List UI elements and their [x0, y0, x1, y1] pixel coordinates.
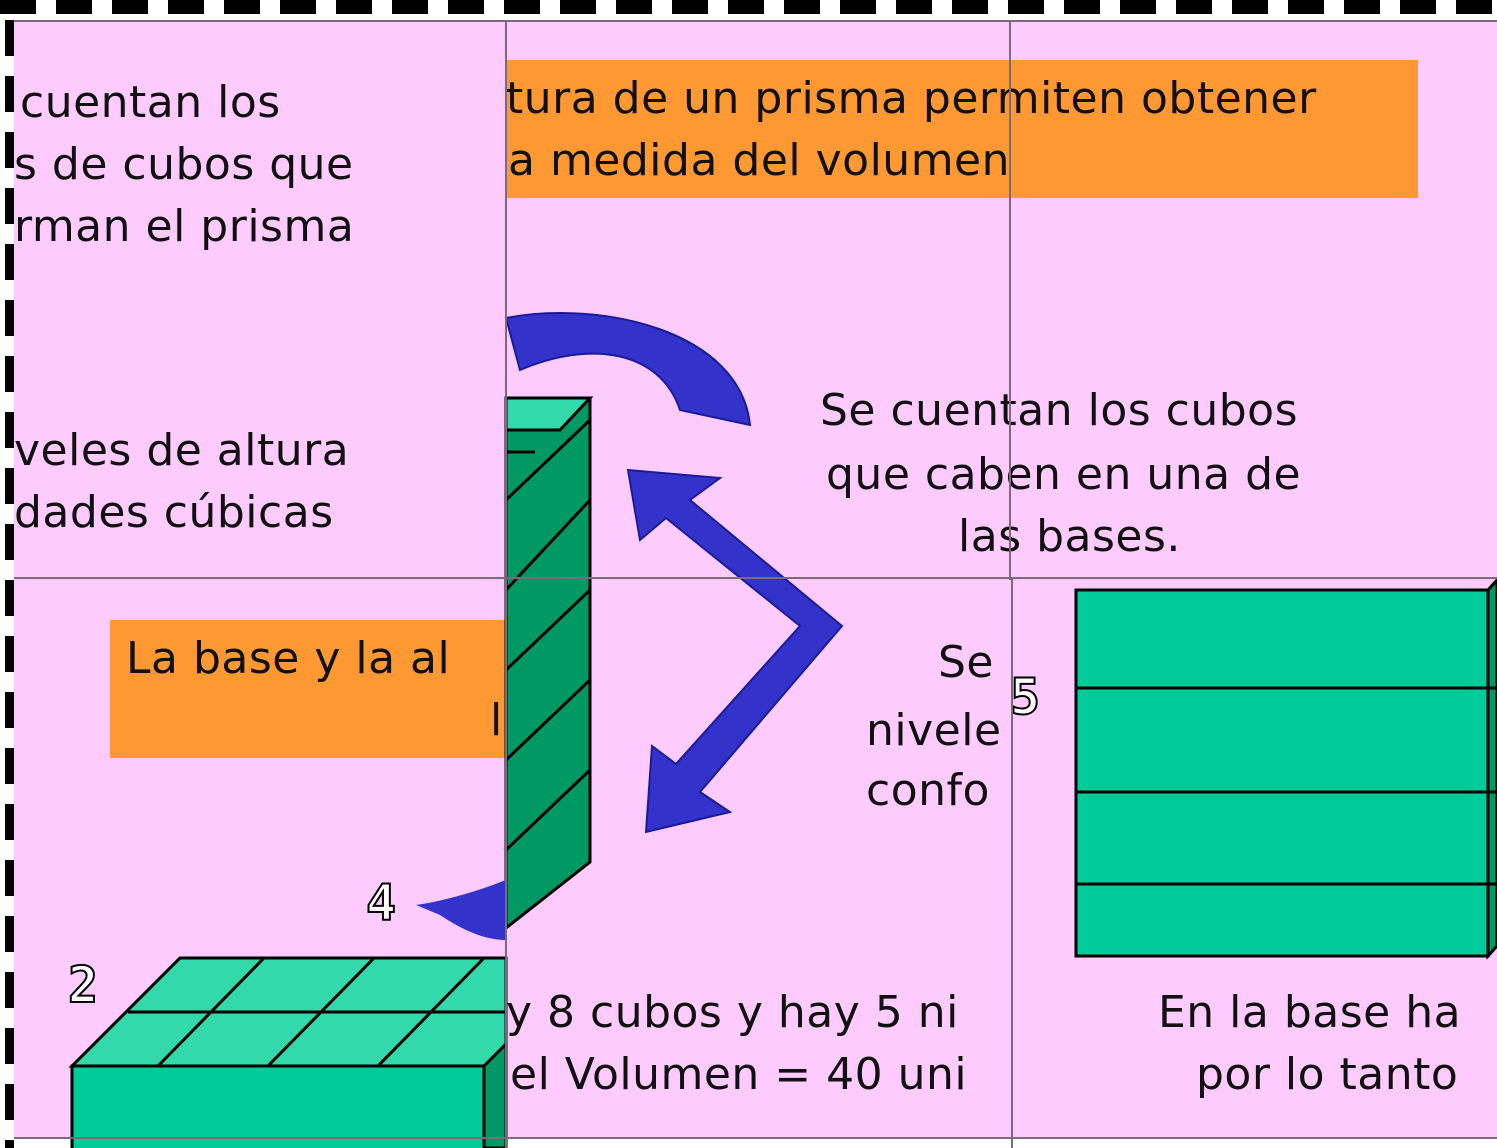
top-banner-line-2: a medida del volumen: [508, 135, 1011, 186]
top-banner-line-1: tura de un prisma permiten obtener: [506, 73, 1317, 124]
divider-horizontal: [14, 577, 1497, 579]
divider-vertical-2: [1009, 20, 1011, 580]
label-two: 2: [67, 955, 99, 1015]
tall-prism-side: [504, 396, 592, 932]
left-top-line-2: s de cubos que: [14, 139, 354, 190]
divider-vertical-1: [505, 20, 507, 1148]
tall-prism-stripe: [504, 498, 592, 592]
divider-vertical-3: [1011, 578, 1013, 1148]
puzzle-piece-top-left[interactable]: [14, 20, 506, 578]
base-grid-line: [156, 956, 266, 1068]
divider-bottom: [14, 1137, 1497, 1139]
tall-prism-stripe: [504, 418, 592, 502]
dashed-border-left: [5, 0, 14, 1148]
right-prism-front: [1074, 588, 1490, 958]
curved-arrow-top: [504, 312, 752, 427]
right-mid-line-3: las bases.: [958, 511, 1181, 562]
divider-top: [14, 20, 1497, 22]
label-four: 4: [365, 873, 397, 933]
bottom-mid-line-2: el Volumen = 40 uni: [510, 1049, 968, 1100]
base-prism-side: [482, 1040, 508, 1148]
right-mid-line-2: que caben en una de: [826, 449, 1302, 500]
base-grid-line: [266, 956, 376, 1068]
bottom-banner-line-2: l: [490, 695, 503, 746]
tall-prism-stripe: [504, 678, 592, 762]
base-prism-front: [70, 1064, 486, 1148]
center-line-1: Se: [938, 637, 994, 688]
bottom-banner: [110, 620, 506, 758]
left-mid-line-1: veles de altura: [14, 425, 350, 476]
bottom-banner-line-1: La base y la al: [126, 633, 451, 684]
tall-prism-stripe: [504, 588, 592, 672]
left-top-line-1: cuentan los: [20, 77, 281, 128]
right-prism-side: [1486, 577, 1497, 960]
double-arrow-icon: [626, 468, 844, 834]
tall-prism-stripe: [504, 768, 592, 852]
left-mid-line-2: dades cúbicas: [14, 487, 334, 538]
center-line-3: confo: [866, 765, 990, 816]
center-line-2: nivele: [866, 705, 1002, 756]
label-five: 5: [1009, 667, 1041, 727]
left-top-line-3: rman el prisma: [14, 201, 355, 252]
bottom-right-line-2: por lo tanto: [1196, 1049, 1459, 1100]
curved-arrow-bottom: [416, 880, 506, 940]
top-banner: [506, 60, 1418, 198]
right-mid-line-1: Se cuentan los cubos: [820, 385, 1299, 436]
bottom-mid-line-1: y 8 cubos y hay 5 ni: [506, 987, 959, 1038]
dashed-border-top: [0, 0, 1497, 14]
bottom-right-line-1: En la base ha: [1158, 987, 1462, 1038]
base-grid-line: [376, 956, 486, 1068]
